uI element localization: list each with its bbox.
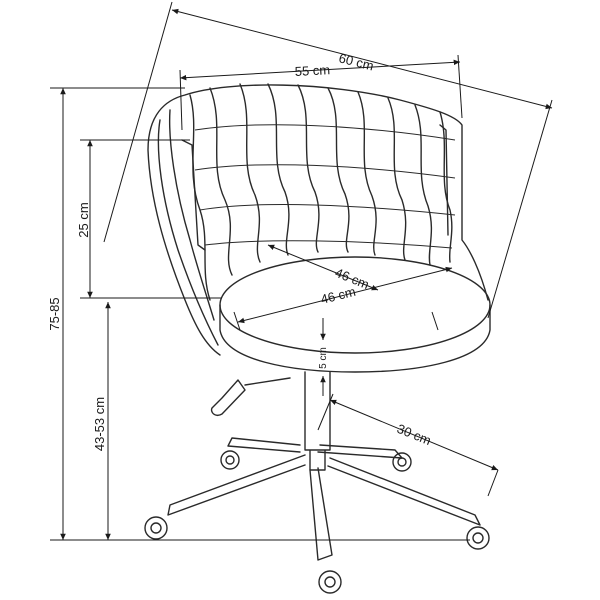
label-total-height: 75-85	[47, 297, 62, 330]
dimension-lines	[50, 1, 553, 541]
backrest-left-wrap	[157, 109, 219, 346]
label-seat-width: 46 cm	[319, 284, 357, 307]
label-backrest-height: 25 cm	[76, 202, 91, 237]
dimension-labels: 60 cm 55 cm 25 cm 75-85 43-53 cm 46 cm 4…	[47, 50, 433, 451]
label-width-inner: 55 cm	[294, 62, 330, 79]
height-lever	[210, 377, 291, 417]
chair-illustration	[144, 83, 491, 594]
seat-cushion-side	[219, 304, 491, 373]
gas-lift-column	[304, 371, 331, 471]
label-seat-thickness: 5 cm	[318, 347, 329, 369]
label-width-outer: 60 cm	[337, 50, 375, 73]
back-support-bar	[181, 124, 449, 251]
label-base-radius: 30 cm	[395, 421, 433, 448]
casters	[144, 450, 490, 594]
woven-straps	[189, 83, 456, 301]
label-seat-height: 43-53 cm	[92, 397, 107, 451]
star-base	[167, 437, 481, 561]
